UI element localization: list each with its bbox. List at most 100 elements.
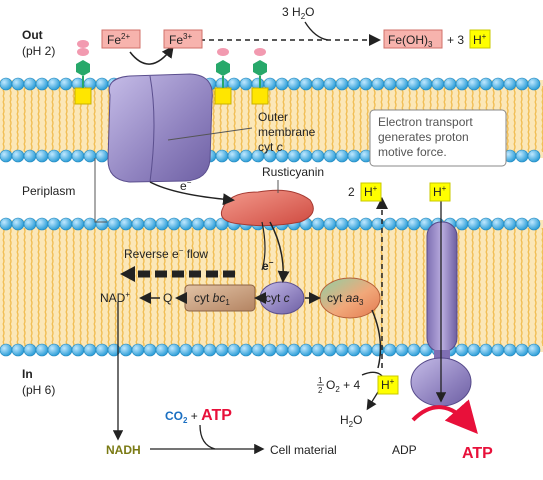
lipid-head	[215, 149, 229, 163]
lipid-head	[515, 343, 529, 357]
cyt-bc1-label: cyt bc1	[194, 291, 230, 307]
atp-label: ATP	[462, 445, 493, 462]
in-label: In	[22, 367, 33, 381]
co2-label: CO2 + ATP	[165, 407, 232, 425]
lipid-head	[0, 217, 13, 231]
oxygen-label: O2 + 4	[326, 378, 360, 394]
lipid-head	[527, 217, 541, 231]
plus-3-label: + 3	[447, 33, 464, 47]
lipid-head	[467, 217, 481, 231]
lipid-head	[23, 217, 37, 231]
lipid-head	[95, 343, 109, 357]
lipid-head	[215, 343, 229, 357]
lipid-head	[311, 217, 325, 231]
outer-membrane-cyt-c-label-3: cyt c	[258, 140, 283, 154]
lps-chain-right	[251, 48, 269, 105]
lipid-head	[335, 77, 349, 91]
lipid-head	[47, 343, 61, 357]
fe-oh3-label: Fe(OH)3	[388, 33, 433, 49]
rusticyanin-label: Rusticyanin	[262, 165, 324, 179]
lipid-head	[383, 77, 397, 91]
electron-label-top: e−	[180, 178, 192, 193]
lipid-head	[47, 217, 61, 231]
lipid-head	[491, 343, 505, 357]
lipid-head	[335, 149, 349, 163]
lipid-head	[455, 77, 469, 91]
lipid-head	[455, 343, 469, 357]
lipid-head	[11, 343, 25, 357]
lipid-head	[35, 217, 49, 231]
lipid-head	[143, 343, 157, 357]
lipid-head	[347, 343, 361, 357]
lipid-head	[395, 343, 409, 357]
lipid-head	[83, 149, 97, 163]
lipid-head	[491, 77, 505, 91]
cyt-c-label: cyt c	[265, 291, 290, 305]
lipid-head	[95, 217, 109, 231]
lipid-head	[59, 77, 73, 91]
lipid-head	[227, 343, 241, 357]
lipid-head	[515, 217, 529, 231]
lipid-head	[155, 343, 169, 357]
lipid-head	[347, 149, 361, 163]
lipid-head	[191, 217, 205, 231]
note-line-1: Electron transport	[378, 115, 473, 129]
lipid-head	[0, 343, 13, 357]
water-in-label: H2O	[340, 413, 362, 429]
cyt-aa3-label: cyt aa3	[327, 291, 364, 307]
lipid-head	[287, 77, 301, 91]
lipid-head	[227, 149, 241, 163]
lipid-head	[0, 77, 13, 91]
lipid-head	[0, 149, 13, 163]
lipid-head	[383, 343, 397, 357]
lipid-head	[347, 217, 361, 231]
lipid-head	[467, 343, 481, 357]
cell-material-label: Cell material	[270, 443, 337, 457]
lipid-head	[275, 343, 289, 357]
lipid-head	[119, 343, 133, 357]
lipid-head	[395, 77, 409, 91]
lipid-head	[119, 217, 133, 231]
lipid-head	[491, 217, 505, 231]
lipid-head	[191, 343, 205, 357]
lipid-head	[515, 149, 529, 163]
lipid-head	[359, 217, 373, 231]
lipid-head	[299, 149, 313, 163]
proton-left-label: H+	[364, 184, 378, 199]
lipid-head	[299, 343, 313, 357]
lipid-head	[287, 149, 301, 163]
lps-chain-mid	[214, 48, 232, 105]
lipid-head	[503, 343, 517, 357]
fe3-label: Fe3+	[169, 32, 192, 47]
lipid-head	[479, 217, 493, 231]
lipid-head	[431, 77, 445, 91]
lipid-head	[35, 343, 49, 357]
lipid-head	[167, 217, 181, 231]
lipid-head	[407, 77, 421, 91]
lipid-head	[179, 343, 193, 357]
lipid-head	[347, 77, 361, 91]
water-label: 3 H2O	[282, 5, 314, 21]
lipid-head	[23, 77, 37, 91]
outer-membrane-cyt-c-label-1: Outer	[258, 110, 288, 124]
lipid-head	[527, 77, 541, 91]
lipid-head	[263, 343, 277, 357]
lipid-head	[23, 343, 37, 357]
lipid-head	[479, 77, 493, 91]
note-line-2: generates proton	[378, 130, 469, 144]
q-label: Q	[163, 291, 172, 305]
lipid-head	[479, 343, 493, 357]
lipid-head	[71, 217, 85, 231]
lipid-head	[287, 343, 301, 357]
lipid-head	[527, 343, 541, 357]
lipid-head	[23, 149, 37, 163]
lipid-head	[143, 217, 157, 231]
lipid-head	[311, 77, 325, 91]
lipid-head	[371, 77, 385, 91]
reverse-flow-label: Reverse e− flow	[124, 246, 208, 261]
lipid-head	[71, 149, 85, 163]
lipid-head	[527, 149, 541, 163]
lipid-head	[311, 343, 325, 357]
